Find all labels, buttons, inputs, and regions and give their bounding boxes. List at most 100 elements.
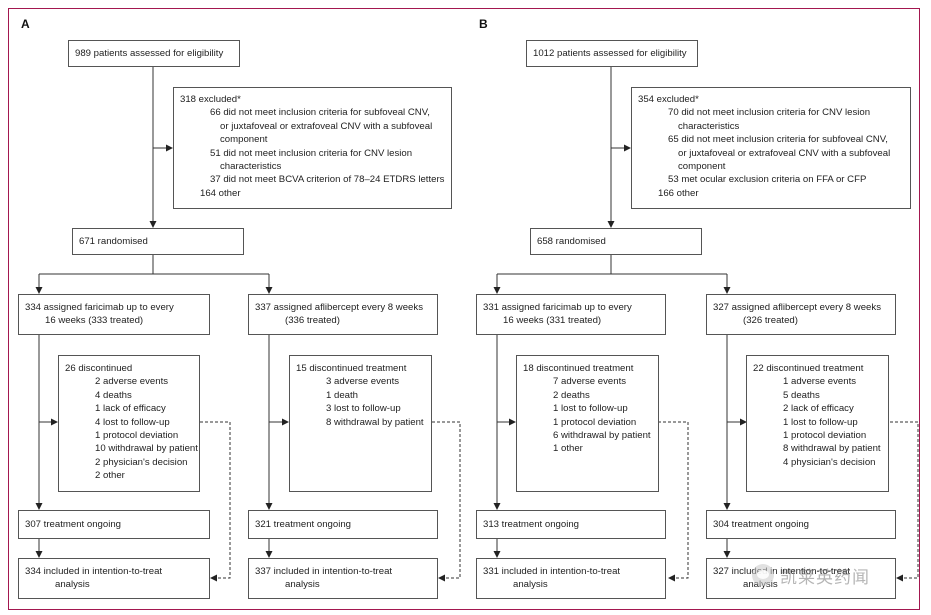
panel-a-arm1-assigned-line1: 334 assigned faricimab up to every [25, 302, 174, 313]
panel-b-arm2-discontinued-reason: 8 withdrawal by patient [783, 443, 881, 455]
panel-a-arm2-assigned-line1: 337 assigned aflibercept every 8 weeks [255, 302, 423, 313]
panel-a-arm2-discontinued-reason: 8 withdrawal by patient [326, 416, 424, 428]
panel-a-arm2-discontinued-box: 15 discontinued treatment 3 adverse even… [289, 355, 432, 492]
panel-a-excluded-list: 66 did not meet inclusion criteria for s… [180, 106, 445, 200]
panel-b-excluded-line: or juxtafoveal or extrafoveal CNV with a… [678, 147, 891, 159]
panel-b-arm1-ongoing-text: 313 treatment ongoing [483, 518, 580, 530]
panel-a-arm1-itt-box: 334 included in intention-to-treat analy… [18, 558, 210, 599]
panel-b-arm2-assigned-box: 327 assigned aflibercept every 8 weeks (… [706, 294, 896, 335]
panel-a-excluded-line: or juxtafoveal or extrafoveal CNV with a… [220, 120, 433, 132]
panel-a-arm1-discontinued-reason: 4 deaths [95, 389, 132, 401]
panel-a-arm1-ongoing-text: 307 treatment ongoing [25, 518, 122, 530]
panel-a-arm1-ongoing-box: 307 treatment ongoing [18, 510, 210, 539]
panel-a-arm2-assigned-line2: (336 treated) [285, 315, 340, 327]
panel-a-excluded-line: 66 did not meet inclusion criteria for s… [210, 107, 430, 119]
panel-b-label: B [479, 17, 488, 31]
panel-a-arm2-itt-line1: 337 included in intention-to-treat [255, 566, 393, 577]
panel-b-arm2-itt-box: 327 included in intention-to-treat analy… [706, 558, 896, 599]
panel-b-excluded-line: component [678, 161, 726, 173]
panel-b-assessed-box: 1012 patients assessed for eligibility [526, 40, 698, 67]
panel-a-arm2-discontinued-reason: 3 lost to follow-up [326, 403, 401, 415]
panel-b-excluded-line: characteristics [678, 120, 740, 132]
panel-a-arm1-itt-line1: 334 included in intention-to-treat [25, 566, 163, 577]
panel-a-arm2-ongoing-box: 321 treatment ongoing [248, 510, 438, 539]
panel-b-excluded-line: 65 did not meet inclusion criteria for s… [668, 134, 888, 146]
panel-a-excluded-line: 37 did not meet BCVA criterion of 78–24 … [210, 174, 445, 186]
panel-a-arm2-ongoing-text: 321 treatment ongoing [255, 518, 352, 530]
panel-b-randomised-text: 658 randomised [537, 235, 606, 247]
panel-b-randomised-box: 658 randomised [530, 228, 702, 255]
panel-b-arm2-discontinued-reason: 5 deaths [783, 389, 820, 401]
panel-b-arm1-assigned-line1: 331 assigned faricimab up to every [483, 302, 632, 313]
panel-a-arm2-discontinued-title: 15 discontinued treatment [296, 363, 407, 374]
panel-b-arm1-itt-line2: analysis [513, 579, 548, 591]
panel-b-arm1-discontinued-reason: 6 withdrawal by patient [553, 430, 651, 442]
panel-a-arm1-itt-line2: analysis [55, 579, 90, 591]
panel-b-arm1-discontinued-box: 18 discontinued treatment 7 adverse even… [516, 355, 659, 492]
panel-b-arm1-assigned-box: 331 assigned faricimab up to every 16 we… [476, 294, 666, 335]
panel-b-arm2-discontinued-reason: 2 lack of efficacy [783, 403, 854, 415]
panel-b-arm1-discontinued-reason: 1 other [553, 443, 583, 455]
panel-b-arm2-discontinued-reason: 1 lost to follow-up [783, 416, 858, 428]
panel-a-assessed-text: 989 patients assessed for eligibility [75, 47, 224, 59]
panel-a-arm2-discontinued-reason: 3 adverse events [326, 376, 400, 388]
panel-b-arm1-ongoing-box: 313 treatment ongoing [476, 510, 666, 539]
panel-a-excluded-title: 318 excluded* [180, 94, 241, 105]
panel-a-arm1-discontinued-title: 26 discontinued [65, 363, 133, 374]
panel-a-arm2-itt-box: 337 included in intention-to-treat analy… [248, 558, 438, 599]
panel-b-arm2-ongoing-text: 304 treatment ongoing [713, 518, 810, 530]
panel-b-excluded-line: 70 did not meet inclusion criteria for C… [668, 107, 871, 119]
panel-b-excluded-title: 354 excluded* [638, 94, 699, 105]
panel-a-arm1-assigned-line2: 16 weeks (333 treated) [45, 315, 144, 327]
panel-a-assessed-box: 989 patients assessed for eligibility [68, 40, 240, 67]
panel-a-excluded-line: 164 other [200, 187, 241, 199]
panel-b-arm1-itt-line1: 331 included in intention-to-treat [483, 566, 621, 577]
panel-b-arm2-assigned-line2: (326 treated) [743, 315, 798, 327]
panel-a-randomised-text: 671 randomised [79, 235, 148, 247]
arm1-discontinued-to-itt-dashed [658, 421, 689, 582]
panel-b-excluded-line: 166 other [658, 187, 699, 199]
panel-a-excluded-line: characteristics [220, 161, 282, 173]
panel-a-arm2-assigned-box: 337 assigned aflibercept every 8 weeks (… [248, 294, 438, 335]
arm2-discontinued-to-itt-dashed [890, 421, 919, 582]
panel-b-arm2-discontinued-reason: 4 physician's decision [783, 456, 876, 468]
panel-a-arm1-discontinued-reason: 2 adverse events [95, 376, 169, 388]
panel-b-excluded-line: 53 met ocular exclusion criteria on FFA … [668, 174, 867, 186]
panel-b-arm1-discontinued-reason: 1 protocol deviation [553, 416, 637, 428]
panel-b-arm2-ongoing-box: 304 treatment ongoing [706, 510, 896, 539]
panel-a-arm1-discontinued-reason: 2 other [95, 470, 125, 482]
arm1-discontinued-to-itt-dashed [200, 421, 231, 582]
panel-a-arm1-discontinued-reason: 1 protocol deviation [95, 430, 179, 442]
panel-b-excluded-list: 70 did not meet inclusion criteria for C… [638, 106, 904, 200]
panel-b-arm2-discontinued-box: 22 discontinued treatment 1 adverse even… [746, 355, 889, 492]
panel-a-arm1-discontinued-reason: 10 withdrawal by patient [95, 443, 198, 455]
panel-b-arm2-discontinued-reason: 1 adverse events [783, 376, 857, 388]
panel-b-arm1-discontinued-reason: 2 deaths [553, 389, 590, 401]
panel-a-label: A [21, 17, 30, 31]
panel-b-arm1-discontinued-reason: 1 lost to follow-up [553, 403, 628, 415]
panel-a-randomised-box: 671 randomised [72, 228, 244, 255]
panel-b-arm2-assigned-line1: 327 assigned aflibercept every 8 weeks [713, 302, 881, 313]
panel-a-arm1-discontinued-reason: 2 physician's decision [95, 456, 188, 468]
panel-b-arm1-assigned-line2: 16 weeks (331 treated) [503, 315, 602, 327]
panel-b-assessed-text: 1012 patients assessed for eligibility [533, 47, 687, 59]
panel-a-arm1-discontinued-reason: 1 lack of efficacy [95, 403, 166, 415]
panel-a-excluded-line: 51 did not meet inclusion criteria for C… [210, 147, 413, 159]
arm2-discontinued-to-itt-dashed [432, 421, 461, 582]
panel-a-excluded-line: component [220, 134, 268, 146]
panel-a-arm2-itt-line2: analysis [285, 579, 320, 591]
panel-a-arm2-discontinued-reason: 1 death [326, 389, 359, 401]
panel-b-arm2-itt-line1: 327 included in intention-to-treat [713, 566, 851, 577]
panel-b-arm2-discontinued-reason: 1 protocol deviation [783, 430, 867, 442]
panel-b-arm1-itt-box: 331 included in intention-to-treat analy… [476, 558, 666, 599]
panel-b-arm1-discontinued-title: 18 discontinued treatment [523, 363, 634, 374]
panel-b-arm1-discontinued-reason: 7 adverse events [553, 376, 627, 388]
panel-b-excluded-box: 354 excluded* 70 did not meet inclusion … [631, 87, 911, 209]
panel-a-excluded-box: 318 excluded* 66 did not meet inclusion … [173, 87, 452, 209]
panel-b-arm2-itt-line2: analysis [743, 579, 778, 591]
